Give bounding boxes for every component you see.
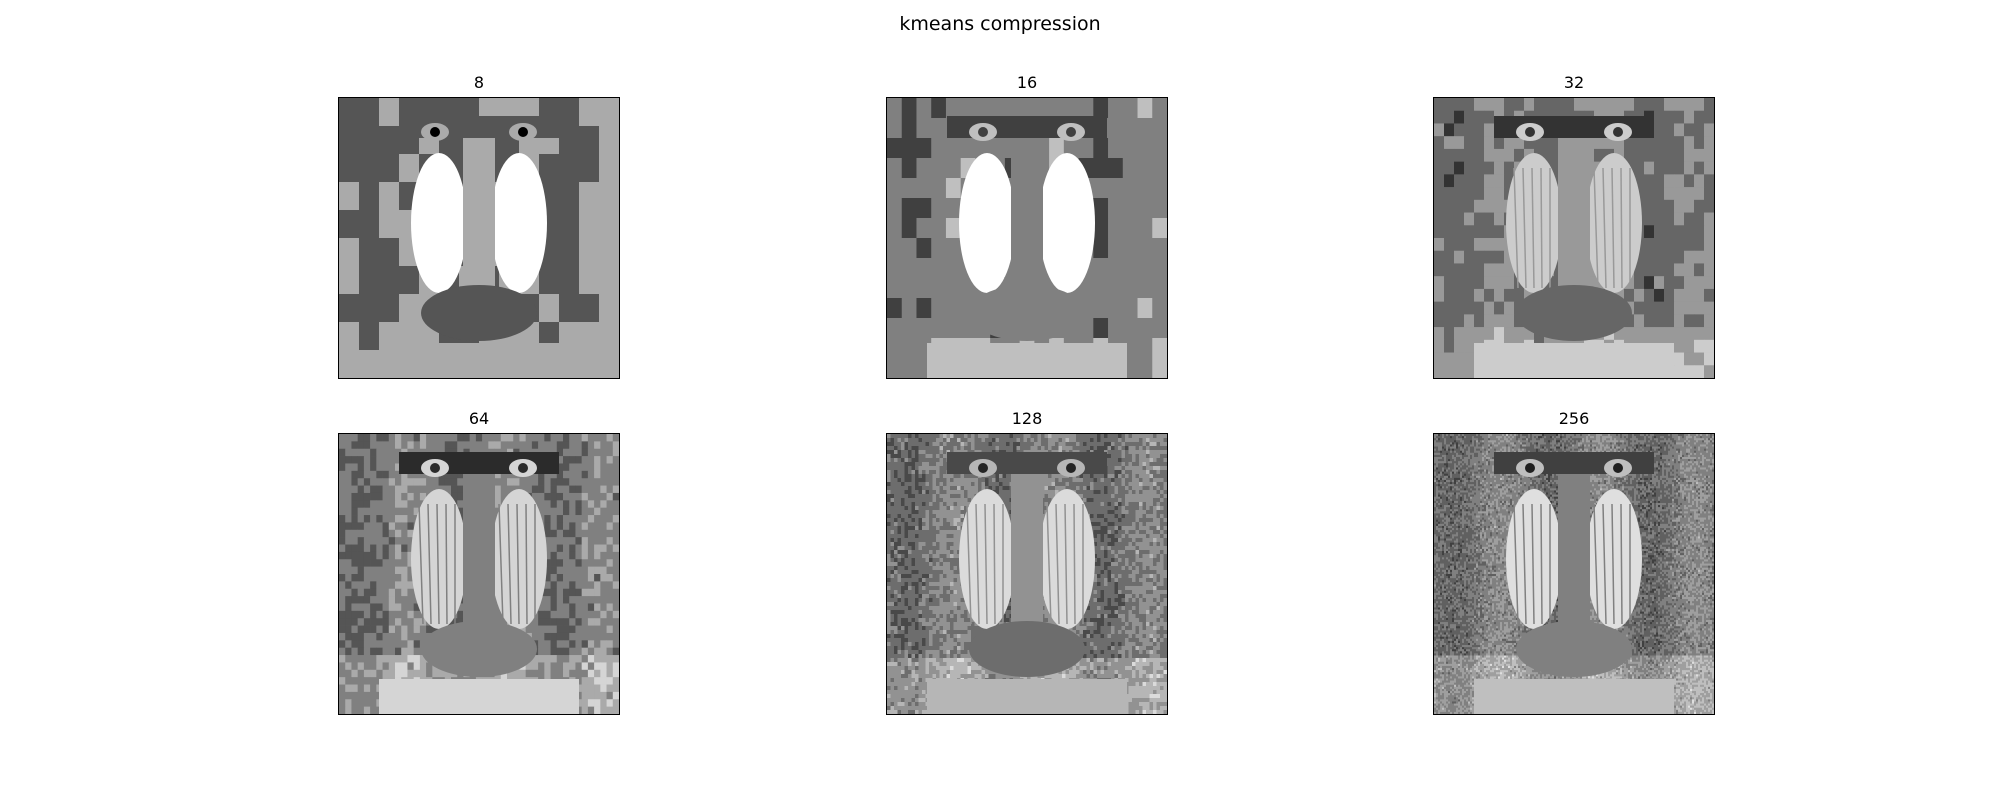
panel-title: 32 [1433,73,1715,93]
panel-title: 128 [886,409,1168,429]
panel-title: 8 [338,73,620,93]
face-features [379,452,579,714]
face-features [927,452,1127,714]
compressed-image-256 [1433,433,1715,715]
compressed-image-8 [338,97,620,379]
face-features [1474,452,1674,714]
face-features [927,116,1127,378]
panel-title: 64 [338,409,620,429]
compressed-image-64 [338,433,620,715]
compressed-image-32 [1433,97,1715,379]
panel-title: 256 [1433,409,1715,429]
panel-title: 16 [886,73,1168,93]
face-features [379,116,579,378]
figure-title: kmeans compression [0,12,2000,36]
compressed-image-16 [886,97,1168,379]
face-features [1474,116,1674,378]
compressed-image-128 [886,433,1168,715]
